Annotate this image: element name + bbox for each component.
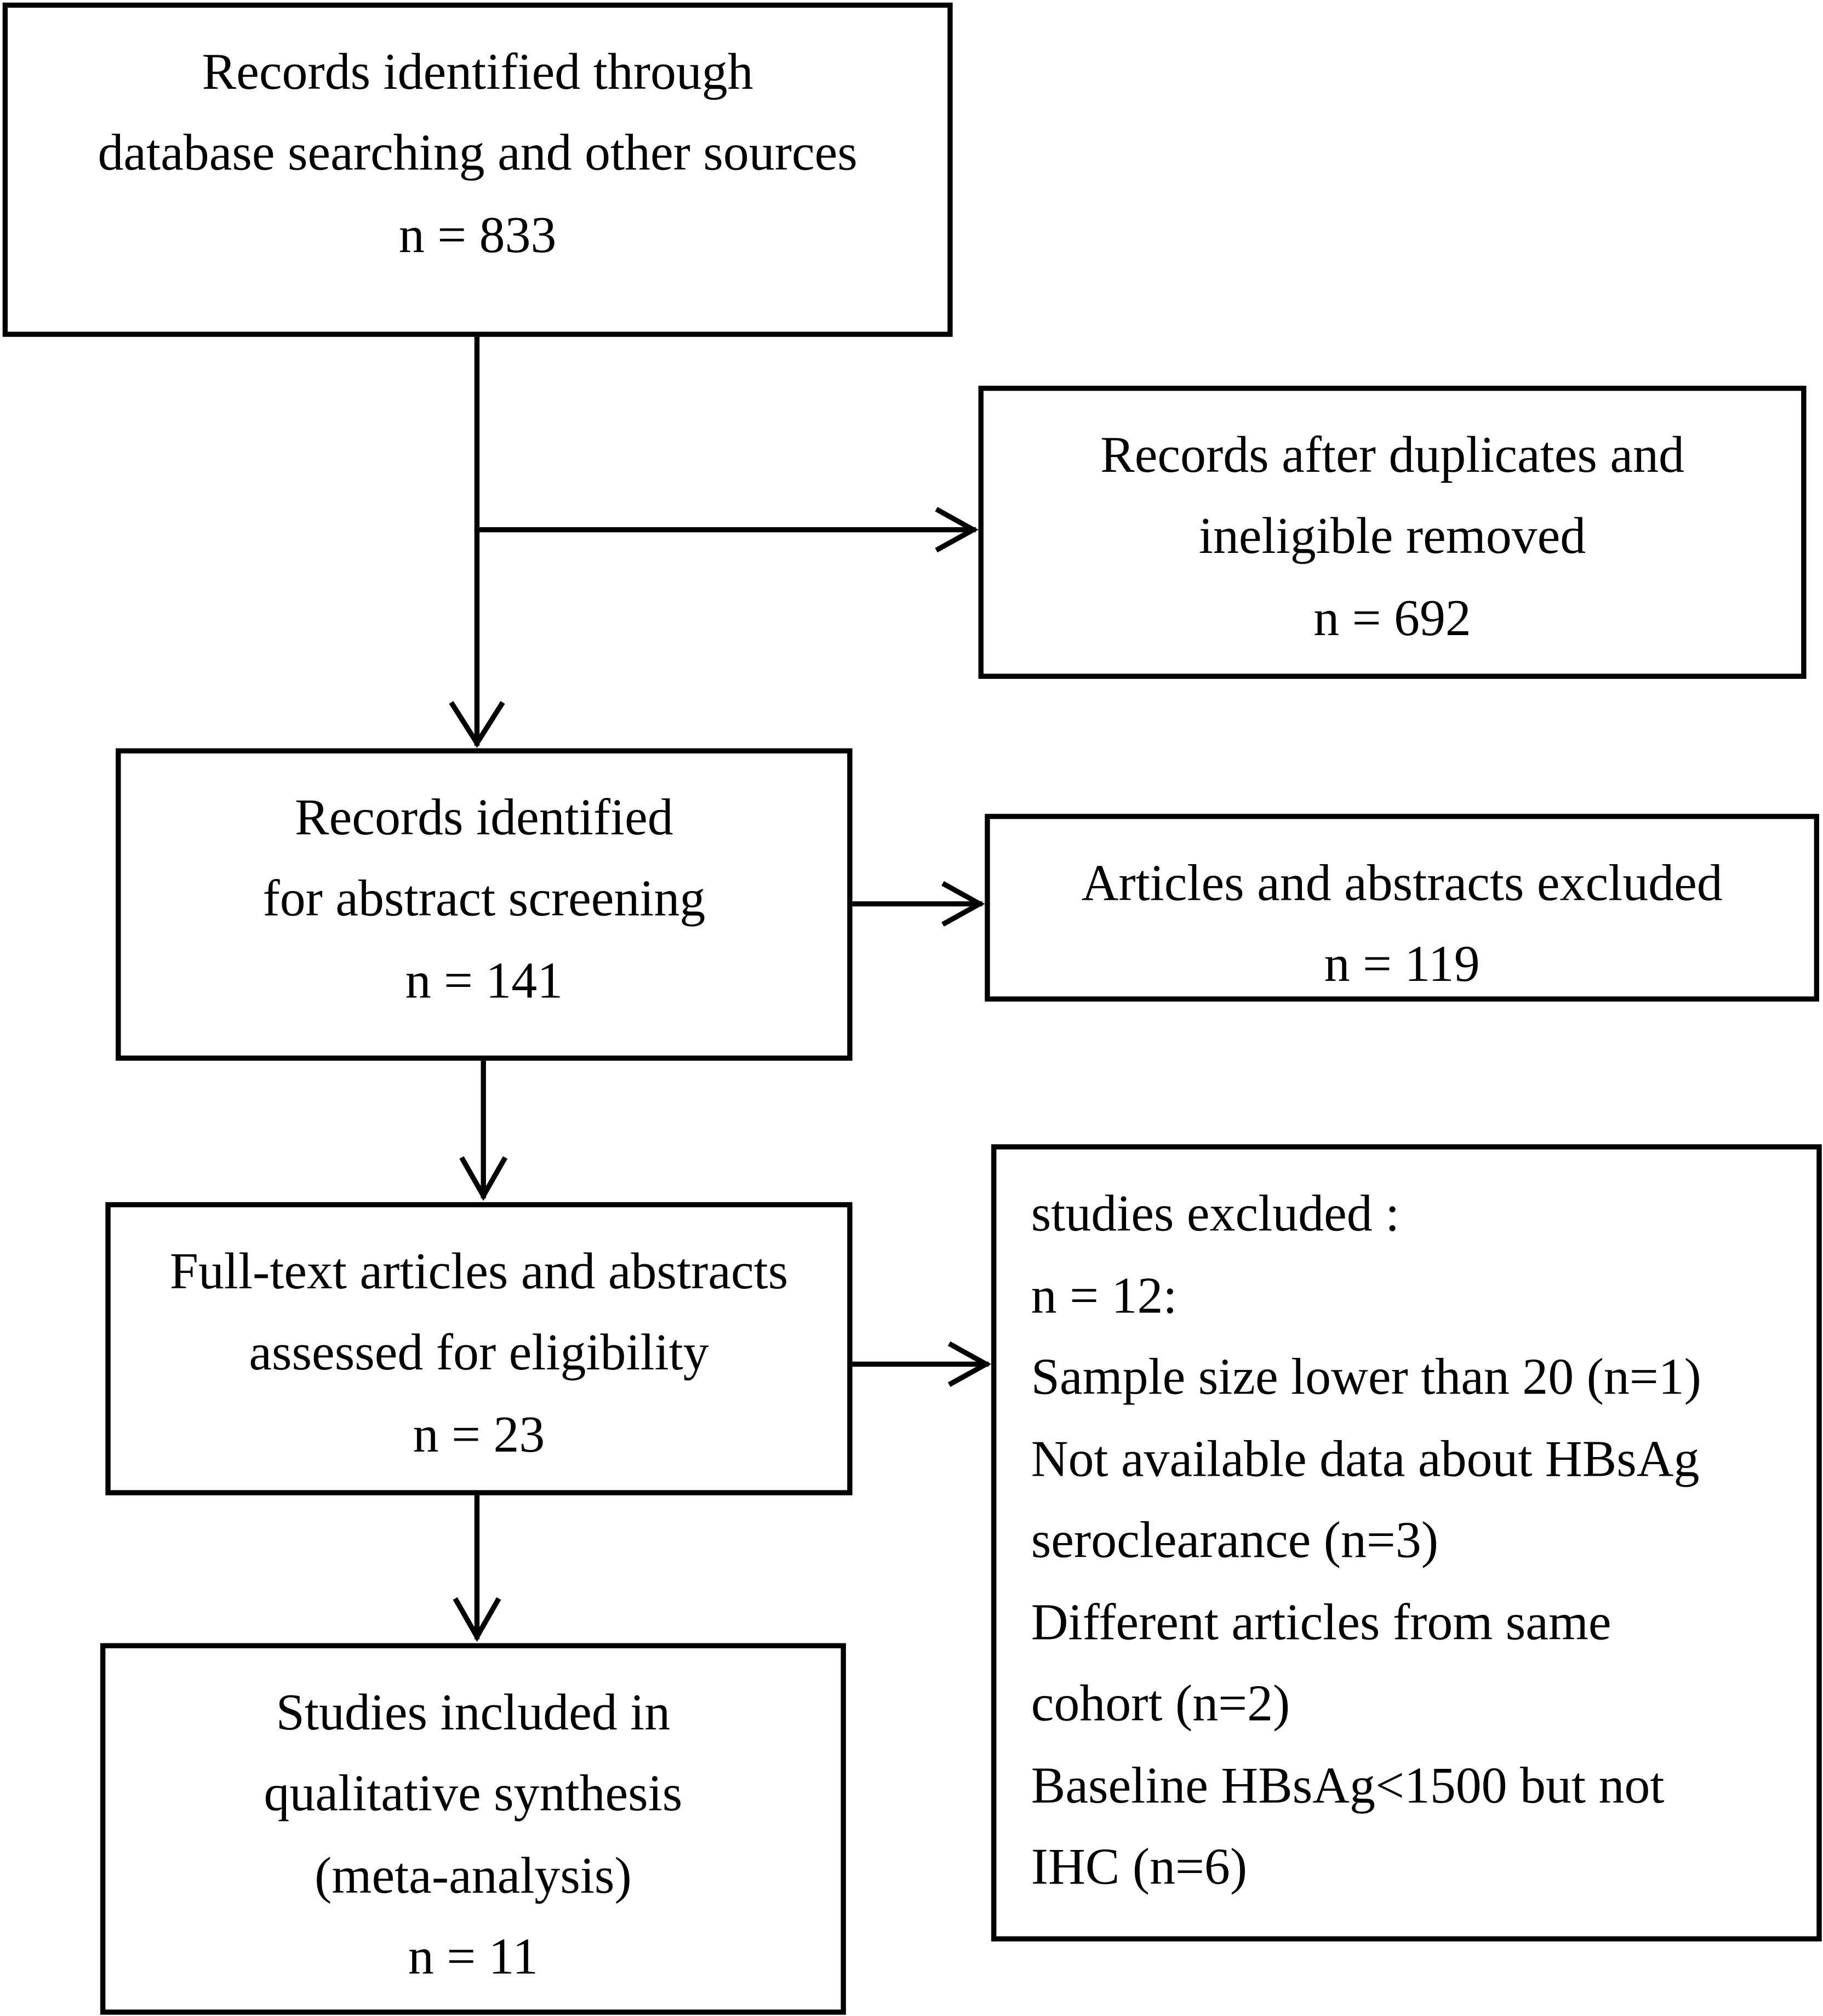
arrowhead-full-text-to-included xyxy=(453,1597,501,1642)
arrowhead-full-text-to-studies-excluded xyxy=(947,1341,992,1387)
full-text-assessed-count: n = 23 xyxy=(413,1405,545,1464)
studies-excluded-reason-2b: seroclearance (n=3) xyxy=(1031,1510,1439,1569)
studies-included-line-1: Studies included in xyxy=(276,1683,671,1741)
records-after-duplicates-line-2: ineligible removed xyxy=(1198,506,1586,565)
records-identified-box: Records identified through database sear… xyxy=(2,2,953,337)
records-identified-line-2: database searching and other sources xyxy=(98,123,858,181)
abstract-screening-count: n = 141 xyxy=(405,951,563,1009)
studies-excluded-reason-4b: IHC (n=6) xyxy=(1031,1837,1248,1895)
records-after-duplicates-line-1: Records after duplicates and xyxy=(1100,425,1684,484)
full-text-assessed-line-1: Full-text articles and abstracts xyxy=(169,1242,788,1300)
arrowhead-to-after-duplicates xyxy=(935,507,979,553)
articles-excluded-line-1: Articles and abstracts excluded xyxy=(1081,853,1723,912)
abstract-screening-line-1: Records identified xyxy=(295,788,673,846)
studies-included-box: Studies included in qualitative synthesi… xyxy=(100,1643,846,2015)
arrowhead-screening-to-excluded xyxy=(941,881,985,927)
studies-excluded-box: studies excluded : n = 12: Sample size l… xyxy=(991,1144,1822,1941)
studies-excluded-heading: studies excluded : xyxy=(1031,1184,1400,1242)
studies-included-count: n = 11 xyxy=(408,1927,538,1985)
records-after-duplicates-box: Records after duplicates and ineligible … xyxy=(978,385,1807,679)
abstract-screening-line-2: for abstract screening xyxy=(262,869,706,927)
articles-excluded-count: n = 119 xyxy=(1324,934,1480,993)
studies-excluded-reason-3b: cohort (n=2) xyxy=(1031,1674,1290,1732)
full-text-assessed-box: Full-text articles and abstracts assesse… xyxy=(105,1202,853,1495)
articles-excluded-box: Articles and abstracts excluded n = 119 xyxy=(985,814,1820,1002)
studies-included-line-2: qualitative synthesis xyxy=(264,1764,683,1822)
arrowhead-identified-to-screening xyxy=(449,701,505,748)
full-text-assessed-line-2: assessed for eligibility xyxy=(249,1323,709,1381)
studies-excluded-reason-2a: Not available data about HBsAg xyxy=(1031,1430,1700,1488)
records-identified-line-1: Records identified through xyxy=(202,42,753,101)
studies-excluded-reason-1: Sample size lower than 20 (n=1) xyxy=(1031,1347,1701,1406)
arrowhead-screening-to-full-text xyxy=(459,1156,508,1201)
studies-excluded-reason-3a: Different articles from same xyxy=(1031,1593,1611,1651)
studies-excluded-reason-4a: Baseline HBsAg<1500 but not xyxy=(1031,1756,1665,1814)
records-after-duplicates-count: n = 692 xyxy=(1313,589,1471,647)
studies-included-line-3: (meta-analysis) xyxy=(315,1846,632,1904)
records-identified-count: n = 833 xyxy=(398,205,557,264)
abstract-screening-box: Records identified for abstract screenin… xyxy=(116,748,853,1061)
studies-excluded-count: n = 12: xyxy=(1031,1266,1178,1324)
